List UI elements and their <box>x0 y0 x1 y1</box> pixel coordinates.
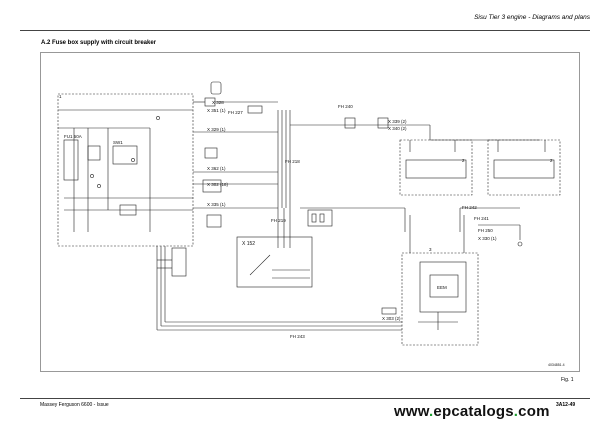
connector-label-x339: X 339 (2) <box>388 119 407 124</box>
ecu-label: EEM <box>437 285 447 290</box>
connector-label-x328: X 328 <box>212 100 224 105</box>
harness-label-fh242: FH 242 <box>462 205 477 210</box>
connector-label-x152: X 152 <box>242 241 255 247</box>
header-divider <box>20 30 590 31</box>
watermark-suffix: com <box>518 403 550 420</box>
connector-label-x330: X 330 (1) <box>478 236 497 241</box>
harness-label-fh241: FH 241 <box>474 216 489 221</box>
callout-1: 1 <box>59 94 62 99</box>
harness-label-fh227: FH 227 <box>228 110 243 115</box>
drawing-number: 4034851.4 <box>548 363 565 367</box>
footer-divider <box>20 398 590 399</box>
fuse-box-outline <box>57 93 194 247</box>
harness-label-fh219: FH 219 <box>271 218 286 223</box>
connector-label-x362: X 362 (1) <box>207 166 226 171</box>
ecu-outline <box>401 252 479 346</box>
callout-3: 3 <box>429 247 432 252</box>
watermark-dot: . <box>513 403 519 420</box>
harness-label-fh250: FH 250 <box>478 228 493 233</box>
relay-block <box>112 145 138 165</box>
connector-label-x302: X 302 (18) <box>207 182 229 187</box>
fuse-label: FU1 50A <box>64 134 82 139</box>
switch-label: SW1 <box>113 140 123 145</box>
connector-x152-block <box>236 236 313 288</box>
lamp-left-outline <box>399 139 473 196</box>
watermark-prefix: www <box>394 403 430 420</box>
lamp-right-outline <box>487 139 561 196</box>
connector-label-x329: X 329 (1) <box>207 127 226 132</box>
harness-label-fh243: FH 243 <box>290 334 305 339</box>
figure-label: Fig. 1 <box>561 377 574 383</box>
footer-page-ref: 3A12-49 <box>556 402 576 408</box>
watermark-dot: . <box>429 403 434 420</box>
aux-connector <box>307 209 333 227</box>
connector-label-x351: X 351 (1) <box>207 108 226 113</box>
connector-label-x303: X 303 (2) <box>382 316 401 321</box>
callout-2-right: 2 <box>550 158 553 163</box>
harness-label-fh218: FH 218 <box>285 159 300 164</box>
section-title: A.2 Fuse box supply with circuit breaker <box>41 40 157 46</box>
watermark-name: epcatalogs <box>433 403 514 420</box>
connector-label-x340: X 340 (2) <box>388 126 407 131</box>
document-header-title: Sisu Tier 3 engine - Diagrams and plans <box>474 14 590 21</box>
sensor-top <box>210 81 222 95</box>
connector-label-x335: X 335 (1) <box>207 202 226 207</box>
footer-publication: Massey Ferguson 6600 - Issue <box>40 402 109 408</box>
callout-2-left: 2 <box>462 158 465 163</box>
watermark-url: www.epcatalogs.com <box>394 403 550 420</box>
breaker-block <box>63 139 79 181</box>
harness-label-fh240: FH 240 <box>338 104 353 109</box>
